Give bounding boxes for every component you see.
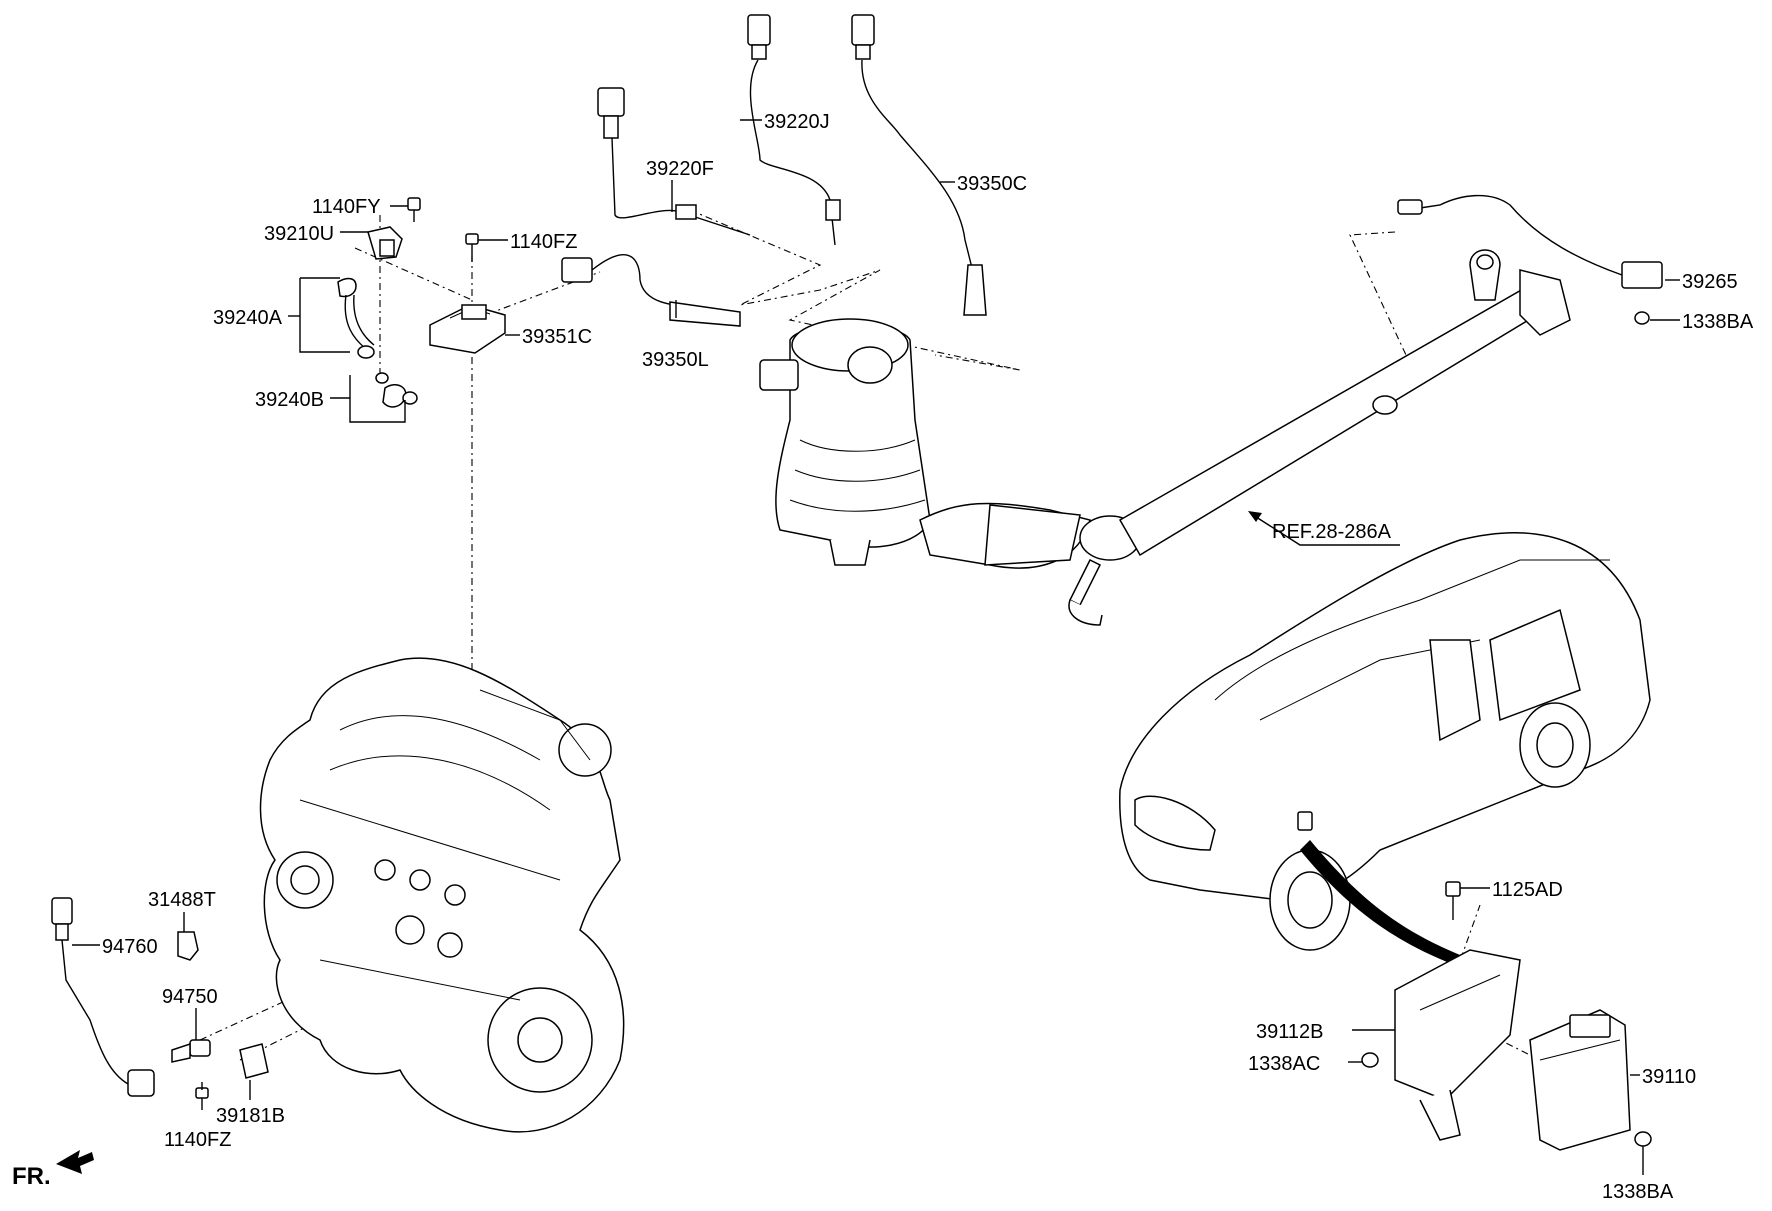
engine-block (259, 657, 625, 1133)
label-31488T: 31488T (148, 889, 216, 911)
pressure-sensor-assembly (337, 197, 506, 408)
label-front-direction: FR. (12, 1163, 51, 1190)
label-1125AD: 1125AD (1492, 879, 1563, 901)
label-1140FZ-top: 1140FZ (510, 231, 577, 253)
label-39181B: 39181B (216, 1105, 285, 1127)
label-ref-28-286A: REF.28-286A (1272, 521, 1392, 543)
label-39220F: 39220F (646, 158, 714, 180)
label-39351C: 39351C (522, 326, 592, 348)
leader-lines (72, 119, 1680, 1175)
part-labels: 1140FY 39210U 1140FZ 39240A 39351C 39240… (12, 111, 1754, 1203)
label-39240B: 39240B (255, 389, 324, 411)
ecu-assembly (1361, 881, 1652, 1151)
crank-sensor-assembly (51, 897, 269, 1099)
label-94760: 94760 (102, 936, 158, 958)
label-39220J: 39220J (764, 111, 830, 133)
label-1140FY: 1140FY (312, 196, 381, 218)
label-39240A: 39240A (213, 307, 283, 329)
label-39350L: 39350L (642, 349, 709, 371)
label-1140FZ-bottom: 1140FZ (164, 1129, 231, 1151)
label-39112B: 39112B (1256, 1021, 1323, 1043)
ref-arrow (1248, 511, 1400, 546)
label-39110: 39110 (1642, 1066, 1696, 1088)
exhaust-sensor-wires (561, 14, 987, 327)
vehicle-illustration (1119, 532, 1651, 951)
diesel-particulate-filter (759, 318, 1141, 626)
ecu-location-arrow (1300, 840, 1460, 965)
label-1338BA-bottom: 1338BA (1602, 1181, 1674, 1203)
label-39210U: 39210U (264, 223, 334, 245)
label-39350C: 39350C (957, 173, 1027, 195)
exhaust-pipe (1118, 194, 1663, 557)
label-39265: 39265 (1682, 271, 1738, 293)
front-arrow-icon (56, 1150, 94, 1174)
label-94750: 94750 (162, 986, 218, 1008)
label-1338BA-top: 1338BA (1682, 311, 1754, 333)
label-1338AC: 1338AC (1248, 1053, 1320, 1075)
